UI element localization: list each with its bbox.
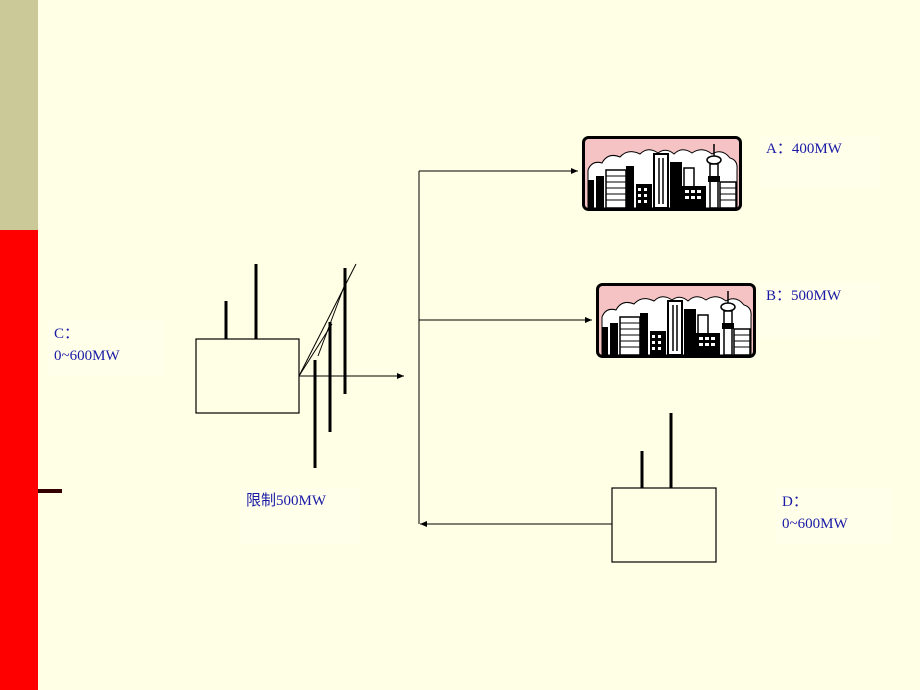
power-plant-c-building	[195, 338, 300, 414]
accent-bar-bottom	[0, 230, 38, 690]
city-icon-a	[582, 136, 742, 211]
dash-mark	[38, 489, 62, 493]
source-c-label: C： 0~600MW	[48, 320, 164, 376]
source-d-range: 0~600MW	[782, 516, 848, 532]
line-limit-label: 限制500MW	[240, 487, 360, 543]
transmission-tower-icon	[298, 263, 357, 468]
accent-bar-top	[0, 0, 38, 230]
source-c-range: 0~600MW	[54, 348, 120, 364]
power-plant-d-building	[611, 487, 717, 563]
source-d-label: D： 0~600MW	[776, 488, 892, 544]
load-a-label: A：400MW	[760, 135, 880, 189]
power-plant-c	[195, 264, 300, 414]
line-limit-text: 限制500MW	[246, 493, 326, 509]
power-plant-d	[611, 413, 717, 563]
load-b-text: B：500MW	[766, 288, 842, 304]
load-a-text: A：400MW	[766, 141, 842, 157]
load-b-label: B：500MW	[760, 282, 880, 338]
source-d-name: D：	[782, 494, 808, 510]
city-icon-b	[596, 283, 756, 358]
source-c-name: C：	[54, 326, 80, 342]
